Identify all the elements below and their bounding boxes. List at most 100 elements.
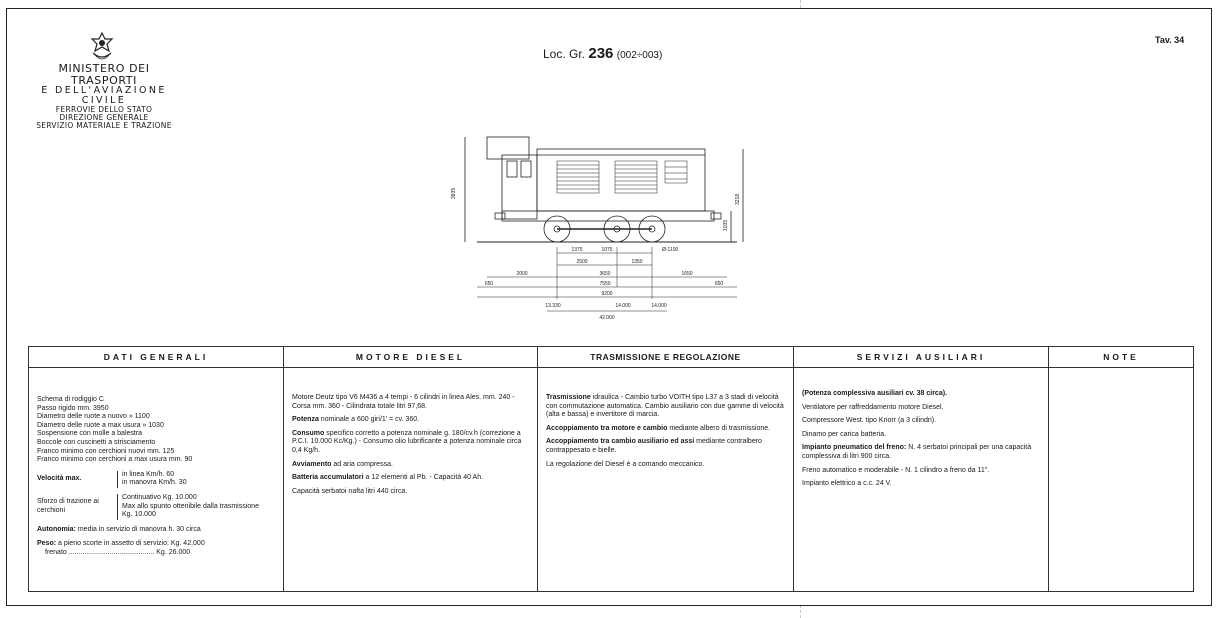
consumo-label: Consumo — [292, 429, 325, 437]
accoppiamento-1-label: Accoppiamento tra motore e cambio — [546, 424, 668, 432]
peso-line-1: a pieno scorte in assetto di servizio: K… — [58, 540, 205, 548]
title-range: (002÷003) — [616, 50, 663, 61]
dim-650-left: 650 — [485, 281, 494, 287]
servizi-p4: Dinamo per carica batteria. — [802, 430, 887, 438]
cab-roof — [486, 136, 530, 160]
weight-axle-1: 13.330 — [545, 303, 561, 309]
col-header: TRASMISSIONE E REGOLAZIONE — [538, 347, 793, 368]
dati-line: Franco minimo con cerchioni nuovi mm. 12… — [37, 447, 175, 455]
locomotive-drawing: 3835 3218 1035 Ø-1100 1375 1075 2500 135… — [451, 136, 744, 321]
page-title: Loc. Gr. 236 (002÷003) — [543, 45, 662, 62]
accoppiamento-2-label: Accoppiamento tra cambio ausiliario ed a… — [546, 438, 695, 446]
engine-hood — [536, 148, 706, 212]
weight-axle-2: 14.000 — [615, 303, 631, 309]
consumo-text: specifico corretto a potenza nominale g.… — [292, 429, 522, 454]
dim-height-mid: 1035 — [723, 220, 729, 231]
ministry-line-3: FERROVIE DELLO STATO — [55, 105, 153, 115]
batteria-label: Batteria accumulatori — [292, 474, 364, 482]
col-header: DATI GENERALI — [29, 347, 283, 368]
ministry-line-4: DIREZIONE GENERALE — [59, 112, 149, 122]
dim-1350: 1350 — [631, 259, 642, 265]
velocita-line: in linea Km/h. 60 — [122, 470, 175, 478]
ministry-line-2: E DELL'AVIAZIONE CIVILE — [41, 85, 167, 107]
hood-louvres — [556, 160, 688, 194]
col-note: NOTE — [1049, 347, 1193, 591]
sforzo-line: Continuativo Kg. 10.000 — [122, 493, 197, 501]
dim-1375: 1375 — [571, 247, 582, 253]
state-emblem-icon — [90, 31, 114, 60]
trasmissione-text: idraulica - Cambio turbo VOITH tipo L37 … — [546, 394, 784, 419]
batteria-text: a 12 elementi al Pb. - Capacità 40 Ah. — [365, 474, 484, 482]
data-table: DATI GENERALI Schema di rodiggio C Passo… — [28, 346, 1194, 592]
dim-7550: 7550 — [599, 281, 610, 287]
col-body: Motore Deutz tipo V6 M436 a 4 tempi - 6 … — [284, 368, 537, 496]
col-body: Schema di rodiggio C Passo rigido mm. 39… — [29, 368, 283, 558]
col-servizi-ausiliari: SERVIZI AUSILIARI (Potenza complessiva a… — [794, 347, 1049, 591]
underframe — [501, 210, 715, 222]
dim-9200: 9200 — [601, 291, 612, 297]
col-motore-diesel: MOTORE DIESEL Motore Deutz tipo V6 M436 … — [284, 347, 538, 591]
dim-1650: 1650 — [681, 271, 692, 277]
dim-2500: 2500 — [576, 259, 587, 265]
wheelset — [543, 215, 666, 243]
autonomia-text: media in servizio di manovra h. 30 circa — [77, 525, 201, 533]
dati-line: Passo rigido mm. 3950 — [37, 404, 109, 412]
servizi-p1: (Potenza complessiva ausiliari cv. 38 ci… — [802, 390, 947, 397]
ministry-line-5: SERVIZIO MATERIALE E TRAZIONE — [36, 120, 172, 130]
document-sheet: MINISTERO DEI TRASPORTI E DELL'AVIAZIONE… — [6, 8, 1212, 606]
serbatoi-text: Capacità serbatoi nafta litri 440 circa. — [292, 487, 408, 495]
motore-p1: Motore Deutz tipo V6 M436 a 4 tempi - 6 … — [292, 394, 515, 410]
trasmissione-label: Trasmissione — [546, 394, 591, 401]
autonomia-label: Autonomia: — [37, 525, 76, 533]
avviamento-label: Avviamento — [292, 460, 332, 468]
servizi-p3: Compressore West. tipo Knorr (a 3 cilind… — [802, 417, 937, 425]
potenza-label: Potenza — [292, 416, 319, 424]
col-trasmissione: TRASMISSIONE E REGOLAZIONE Trasmissione … — [538, 347, 794, 591]
ministry-line-1: MINISTERO DEI TRASPORTI — [58, 62, 150, 87]
servizi-p6: Freno automatico e moderabile - N. 1 cil… — [802, 466, 990, 474]
velocita-row: Velocità max. in linea Km/h. 60 in manov… — [37, 470, 277, 488]
velocita-line: in manovra Km/h. 30 — [122, 479, 187, 487]
col-header: MOTORE DIESEL — [284, 347, 537, 368]
ministry-block: MINISTERO DEI TRASPORTI E DELL'AVIAZIONE… — [25, 63, 183, 130]
dim-wheel-diameter: Ø-1100 — [662, 247, 679, 253]
dati-line: Schema di rodiggio C — [37, 396, 104, 403]
accoppiamento-2-text: mediante contralbero contrappesato e bie… — [546, 438, 762, 454]
dim-650-right: 650 — [715, 281, 724, 287]
sforzo-label: Sforzo di trazione ai cerchioni — [37, 498, 99, 514]
title-group: 236 — [588, 45, 614, 62]
weight-axle-3: 14.000 — [651, 303, 667, 309]
dim-3650: 3650 — [599, 271, 610, 277]
col-header: NOTE — [1049, 347, 1193, 368]
weight-total: 42.000 — [599, 315, 615, 321]
impianto-text: N. 4 serbatoi principali per una capacit… — [802, 444, 1032, 460]
col-dati-generali: DATI GENERALI Schema di rodiggio C Passo… — [29, 347, 284, 591]
dati-line: Boccole con cuscinetti a strisciamento — [37, 438, 156, 446]
col-body: (Potenza complessiva ausiliari cv. 38 ci… — [794, 368, 1048, 489]
dati-line: Sospensione con molle a balestra — [37, 430, 143, 438]
velocita-label: Velocità max. — [37, 475, 82, 483]
peso-line-2: frenato ................................… — [45, 548, 191, 556]
peso-label: Peso: — [37, 540, 57, 548]
sforzo-row: Sforzo di trazione ai cerchioni Continua… — [37, 493, 277, 520]
col-header: SERVIZI AUSILIARI — [794, 347, 1048, 368]
avviamento-text: ad aria compressa. — [333, 460, 393, 468]
sforzo-line: Max allo spunto ottenibile dalla trasmis… — [122, 502, 259, 519]
dati-line: Diametro delle ruote a nuovo » 1100 — [37, 413, 150, 421]
servizi-p2: Ventilatore per raffreddamento motore Di… — [802, 403, 944, 411]
dim-height-total: 3835 — [451, 188, 457, 199]
cab-window — [506, 160, 518, 178]
regolazione-text: La regolazione del Diesel è a comando me… — [546, 460, 705, 468]
potenza-text: nominale a 600 giri/1' = cv. 360. — [320, 416, 420, 424]
dim-1075: 1075 — [601, 247, 612, 253]
accoppiamento-1-text: mediante albero di trasmissione. — [669, 424, 771, 432]
plate-number: Tav. 34 — [1155, 35, 1185, 45]
dim-height-right: 3218 — [735, 194, 741, 205]
cab-window — [520, 160, 532, 178]
servizi-p7: Impianto elettrico a c.c. 24 V. — [802, 480, 892, 488]
dati-line: Diametro delle ruote a max usura » 1030 — [37, 421, 164, 429]
impianto-label: Impianto pneumatico del freno: — [802, 444, 907, 452]
dati-line: Franco minimo con cerchioni a max usura … — [37, 456, 193, 464]
dim-2000: 2000 — [516, 271, 527, 277]
col-body: Trasmissione idraulica - Cambio turbo VO… — [538, 368, 793, 469]
